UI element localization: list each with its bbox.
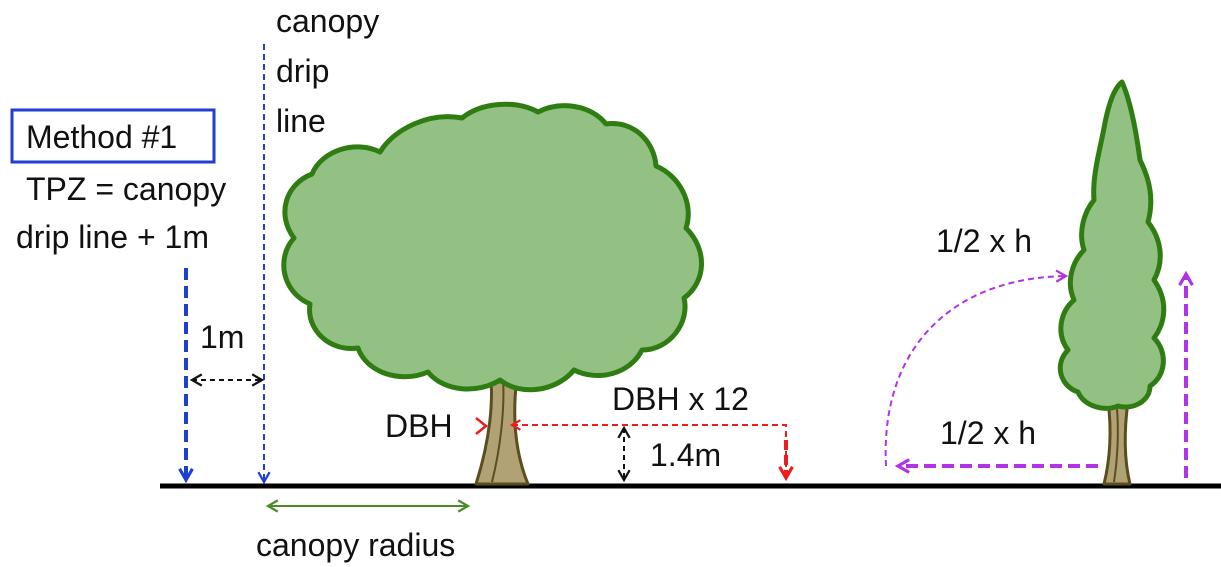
tpz-text-line1: TPZ = canopy (26, 171, 226, 207)
half-height-lower-label: 1/2 x h (940, 415, 1036, 451)
columnar-canopy (1057, 79, 1167, 411)
dbh-x12-label: DBH x 12 (612, 381, 749, 417)
method-label: Method #1 (26, 119, 177, 155)
canopy-drip-line-label-2: drip (276, 53, 329, 89)
half-height-upper-label: 1/2 x h (936, 223, 1032, 259)
broadleaf-trunk-line (491, 377, 505, 483)
canopy-drip-line-label-1: canopy (276, 3, 379, 39)
broadleaf-canopy (281, 101, 704, 393)
dbh-x12-arrow (509, 419, 787, 480)
half-height-curve-arrow (884, 269, 1069, 467)
method-box (10, 108, 216, 164)
broadleaf-tree (281, 101, 704, 486)
columnar-tree (1057, 79, 1167, 486)
dbh-label: DBH (385, 408, 453, 444)
one-meter-label: 1m (200, 319, 244, 355)
breast-height-label: 1.4m (650, 437, 721, 473)
columnar-trunk-line (1113, 407, 1119, 483)
tpz-text-line2: drip line + 1m (16, 219, 209, 255)
canopy-drip-line-label-3: line (276, 103, 326, 139)
canopy-radius-label: canopy radius (256, 527, 455, 563)
dbh-left-pointer (475, 417, 489, 435)
